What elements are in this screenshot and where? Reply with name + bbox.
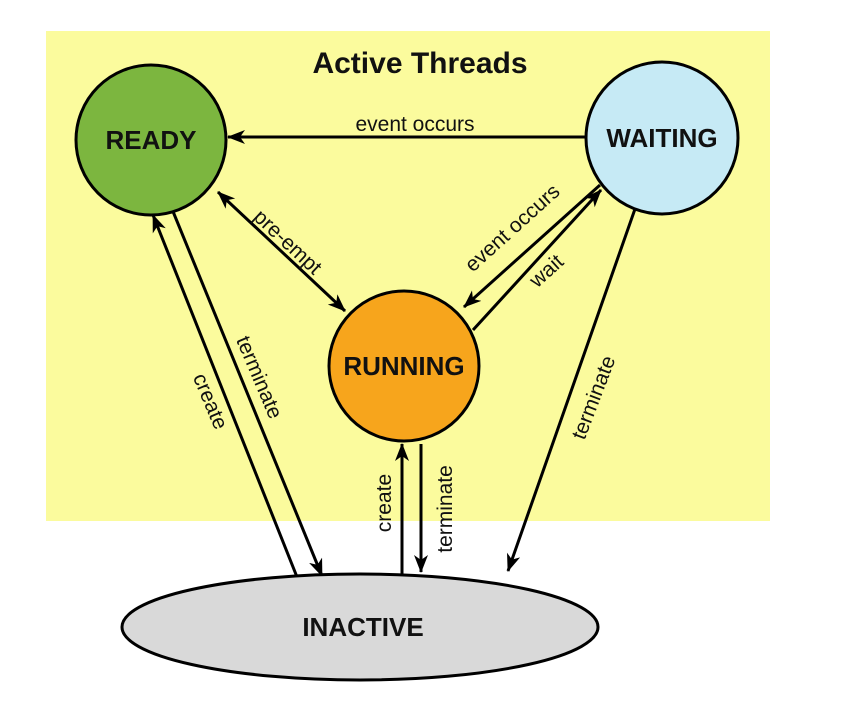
node-inactive-label: INACTIVE [302,612,423,642]
node-ready: READY [74,63,228,217]
edge-inactive-to-ready [151,214,299,578]
diagram-title: Active Threads [312,47,527,80]
node-inactive: INACTIVE [120,572,600,682]
node-ready-circle [74,63,228,217]
edge-waiting-to-running [462,183,602,309]
edge-waiting-to-inactive [506,208,637,572]
node-running-circle [327,289,481,443]
node-waiting-label: WAITING [606,123,717,153]
node-running-label: RUNNING [343,351,464,381]
node-inactive-ellipse [120,572,600,682]
edge-label-create-middle: create [373,474,396,532]
node-ready-label: READY [105,125,196,155]
edge-running-to-waiting [471,188,603,332]
edge-ready-running-preempt [216,190,347,313]
edge-label-event-occurs-top: event occurs [355,113,474,136]
edge-ready-to-inactive [170,208,324,577]
node-running: RUNNING [327,289,481,443]
node-waiting-circle [584,60,740,216]
node-waiting: WAITING [584,60,740,216]
edge-label-terminate-middle: terminate [434,465,457,553]
